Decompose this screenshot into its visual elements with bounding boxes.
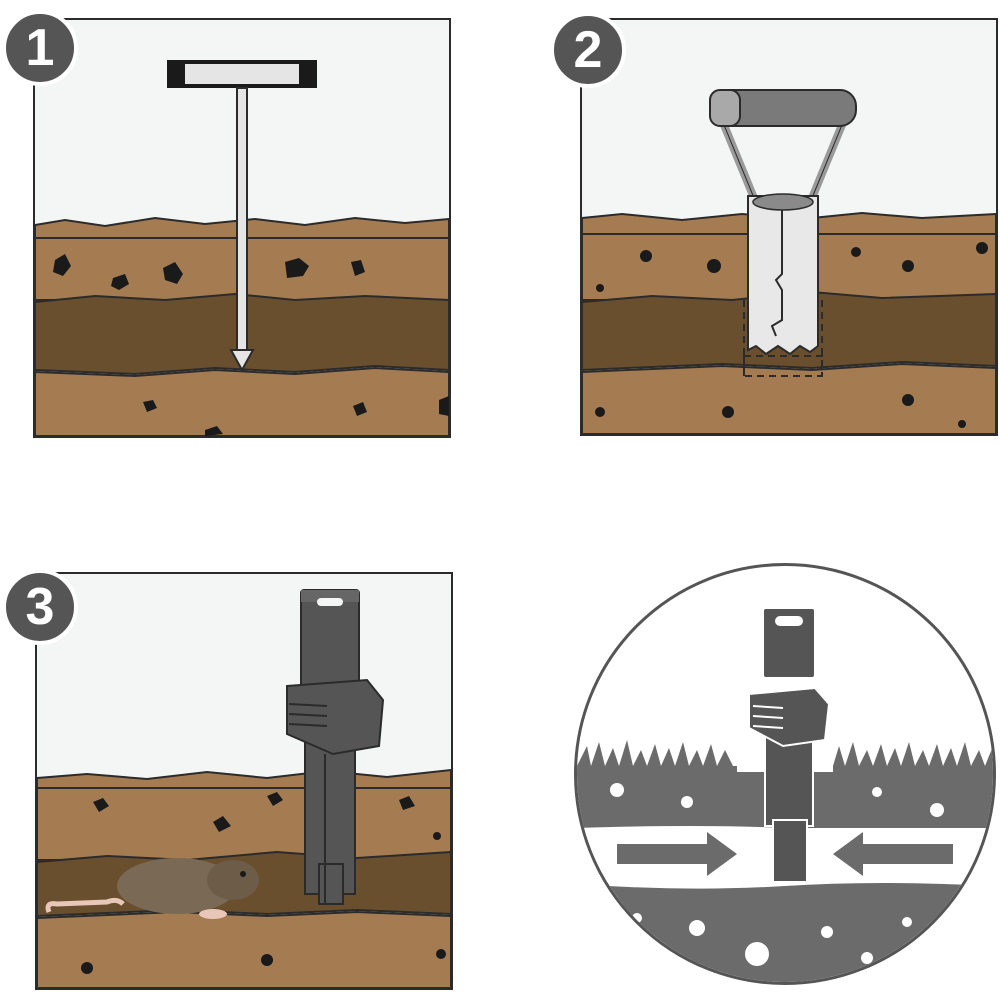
step-2-panel <box>580 18 998 436</box>
grass <box>577 740 737 772</box>
step-1-panel <box>33 18 451 438</box>
step-3-panel <box>35 572 453 990</box>
step-number-2: 2 <box>550 12 626 88</box>
step-1-illustration <box>35 60 449 436</box>
trap-detail-circle <box>574 563 996 985</box>
trap-detail-illustration <box>577 607 993 982</box>
topsoil-layer <box>37 768 451 861</box>
stones <box>595 242 988 428</box>
arrow-right-icon <box>833 832 953 876</box>
lower-soil <box>577 883 993 982</box>
pebbles <box>610 783 944 966</box>
stones <box>53 254 449 436</box>
mole-trap-icon <box>286 589 385 905</box>
mole-icon <box>45 858 259 919</box>
step-2-illustration <box>582 89 996 434</box>
step-number-1: 1 <box>2 10 78 86</box>
step-number-3: 3 <box>2 569 78 645</box>
soil-corer-icon <box>709 89 857 377</box>
trap-closeup-icon <box>748 607 831 883</box>
stones <box>81 792 446 974</box>
step-3-illustration <box>37 589 451 988</box>
subsoil-layer <box>37 910 451 988</box>
probe-rod-icon <box>167 60 317 373</box>
grass-right <box>833 742 993 772</box>
arrow-left-icon <box>617 832 737 876</box>
subsoil-layer <box>35 366 449 436</box>
subsoil-layer <box>582 362 996 434</box>
